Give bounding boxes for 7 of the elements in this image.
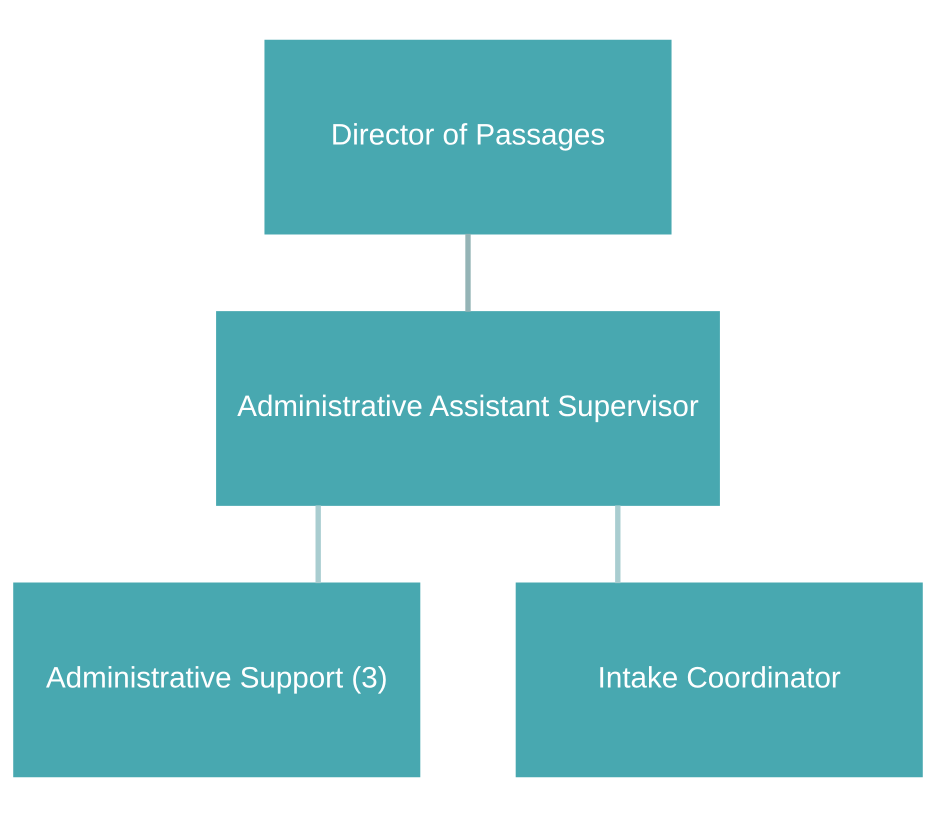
node-box: Administrative Support (3): [13, 582, 420, 778]
node-box: Director of Passages: [264, 40, 672, 235]
node-box: Intake Coordinator: [516, 582, 923, 778]
connector: [615, 505, 620, 584]
connector: [316, 505, 321, 584]
node-box: Administrative Assistant Supervisor: [216, 311, 720, 506]
connector: [465, 234, 471, 312]
